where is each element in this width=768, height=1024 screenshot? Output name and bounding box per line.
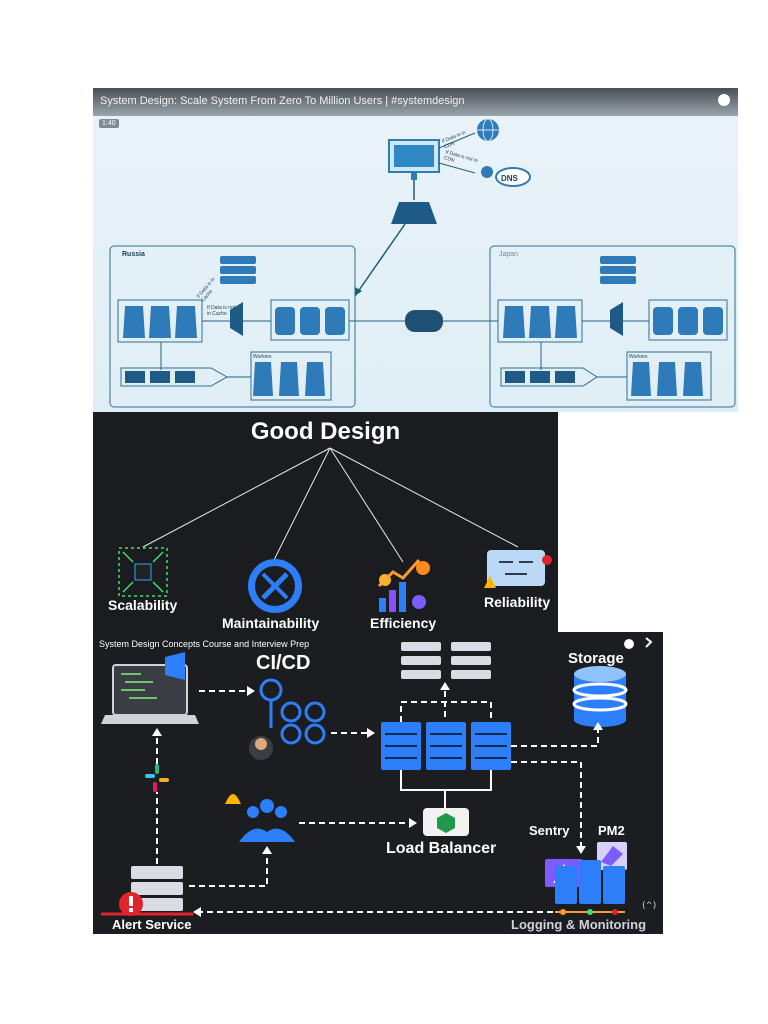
lb-icon-left xyxy=(230,302,243,336)
good-design-heading: Good Design xyxy=(250,418,401,445)
worker-group-left xyxy=(253,362,325,396)
scalability-icon xyxy=(118,547,168,597)
notification-bell-icon xyxy=(225,794,241,804)
load-balancer-icon xyxy=(391,202,437,224)
laptop-icon xyxy=(101,664,199,724)
maintainability-gear-icon xyxy=(248,559,302,613)
cache-server-icons xyxy=(401,642,491,679)
queue-icons-right xyxy=(505,371,575,383)
monitor-icon xyxy=(388,139,440,180)
share-icon xyxy=(645,637,653,648)
video-thumbnail-system-design-concepts[interactable]: System Design Concepts Course and Interv… xyxy=(93,632,663,934)
alert-service-label: Alert Service xyxy=(112,917,192,932)
dns-label: DNS xyxy=(501,174,518,183)
region-label-japan: Japan xyxy=(499,251,519,258)
alert-server-icon xyxy=(131,866,183,911)
scale-diagram xyxy=(109,118,736,408)
load-balancer-label: Load Balancer xyxy=(386,840,497,857)
sentry-label: Sentry xyxy=(529,823,570,838)
workers-label-right: Workers xyxy=(629,354,648,360)
vscode-icon xyxy=(165,652,185,680)
server-group-left xyxy=(123,306,197,338)
region-label-russia: Russia xyxy=(122,251,145,258)
cicd-label: CI/CD xyxy=(256,652,311,674)
db-group-right xyxy=(653,307,723,335)
note-not-cache: If Data is not in Cache xyxy=(207,305,236,317)
watch-later-icon[interactable] xyxy=(718,94,730,106)
efficiency-chart-icon xyxy=(377,559,430,612)
cache-icon-left xyxy=(220,256,256,284)
cache-icon-right xyxy=(600,256,636,284)
brand-mark-icon: (^) xyxy=(641,901,657,911)
users-group-icon xyxy=(239,799,295,842)
good-design-diagram: Good Design xyxy=(93,412,558,632)
storage-database-icon xyxy=(572,666,628,727)
db-group-left xyxy=(275,307,345,335)
video-title: System Design Concepts Course and Interv… xyxy=(99,639,310,649)
workers-label-left: Workers xyxy=(253,354,272,360)
slack-icon xyxy=(145,764,169,792)
video-title: System Design: Scale System From Zero To… xyxy=(100,95,465,107)
video-title-bar xyxy=(93,88,738,116)
watch-later-icon xyxy=(624,639,634,649)
duration-badge: 1:40 xyxy=(99,119,119,128)
video-thumbnail-scale-system[interactable]: System Design: Scale System From Zero To… xyxy=(93,88,738,412)
replica-db-icon xyxy=(405,310,443,332)
scalability-label: Scalability xyxy=(108,597,178,613)
logging-monitoring-label: Logging & Monitoring xyxy=(511,917,647,932)
efficiency-label: Efficiency xyxy=(370,615,437,631)
monitoring-server-icons xyxy=(555,860,625,915)
reliability-label: Reliability xyxy=(484,594,551,610)
pipeline-icon xyxy=(259,678,326,745)
lb-icon-right xyxy=(610,302,623,336)
worker-group-right xyxy=(631,362,703,396)
good-design-lines xyxy=(118,447,552,613)
maintainability-label: Maintainability xyxy=(222,615,320,631)
queue-icons-left xyxy=(125,371,195,383)
dns-cloud-icon xyxy=(481,166,531,187)
reliability-icon xyxy=(484,550,552,588)
pm2-label: PM2 xyxy=(598,823,625,838)
cicd-architecture-diagram: (^) xyxy=(101,637,657,917)
globe-icon xyxy=(477,118,499,142)
server-group-right xyxy=(503,306,577,338)
storage-label: Storage xyxy=(568,650,624,667)
